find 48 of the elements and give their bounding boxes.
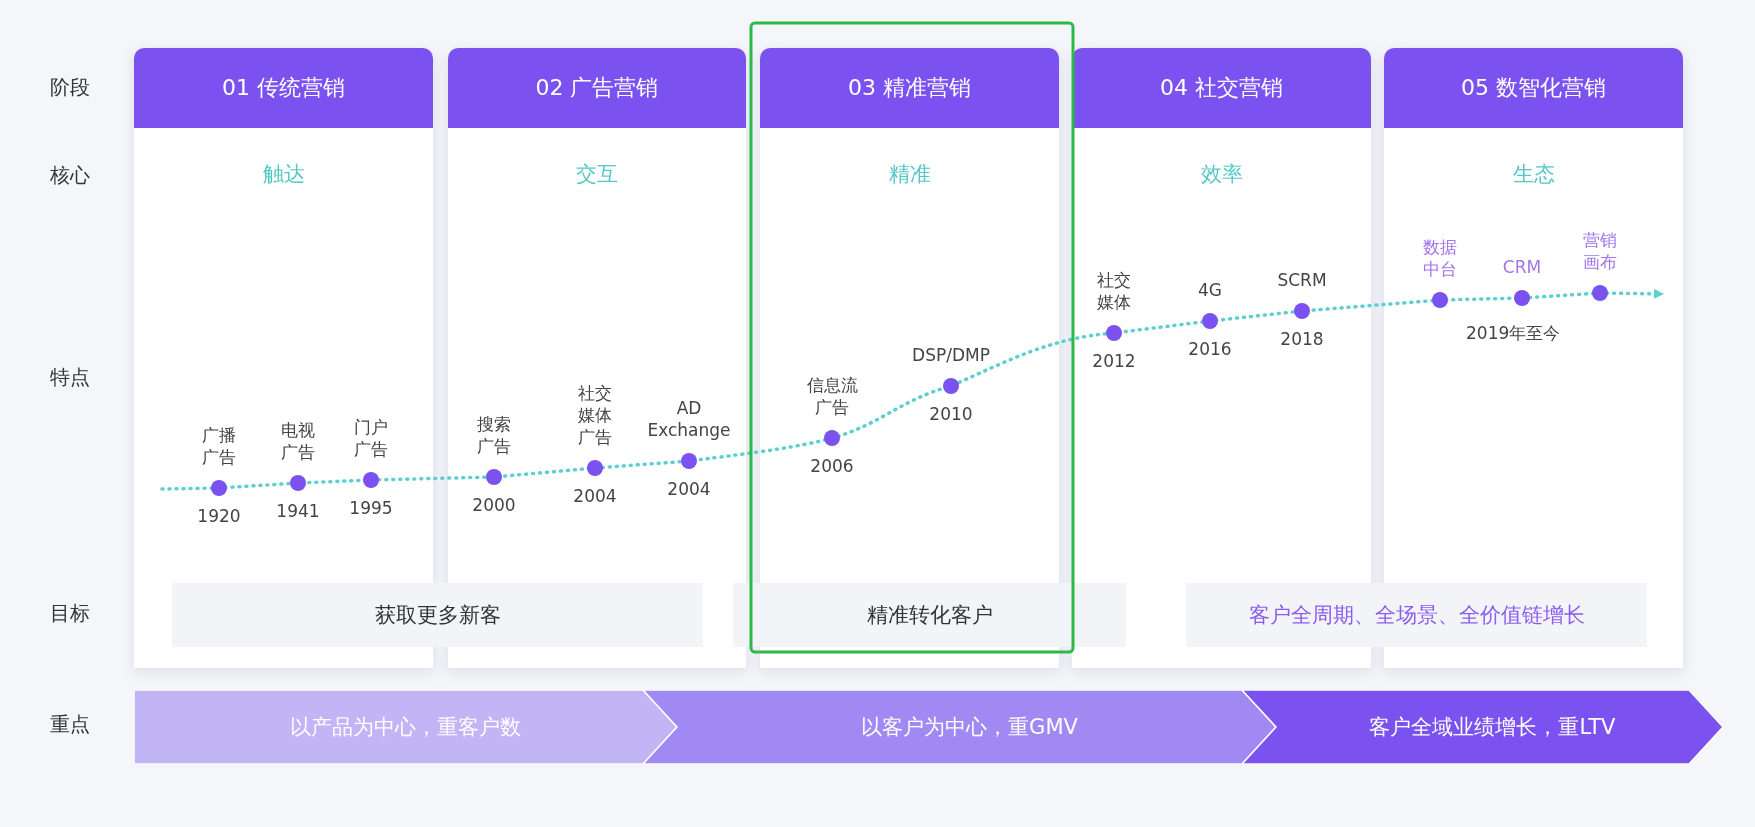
milestone-label: 搜索广告 (476, 413, 512, 457)
milestone-label: 营销画布 (1582, 229, 1618, 273)
year-label: 1941 (275, 501, 321, 521)
core-keyword: 触达 (262, 162, 305, 186)
year-label: 2004 (666, 479, 712, 499)
core-keyword: 交互 (576, 162, 618, 186)
milestone-label: 社交媒体 (1096, 269, 1132, 313)
goal-band: 客户全周期、全场景、全价值链增长 (1186, 583, 1647, 647)
stage-header: 05 数智化营销 (1384, 48, 1683, 128)
year-label: 2004 (572, 486, 618, 506)
core-keyword: 精准 (888, 162, 931, 186)
milestone-label: 4G (1197, 279, 1223, 301)
milestone-label: SCRM (1276, 269, 1328, 291)
focus-text: 以产品为中心，重客户数 (290, 714, 521, 741)
stage-header: 02 广告营销 (448, 48, 746, 128)
goal-band: 精准转化客户 (733, 583, 1126, 647)
row-heading: 目标 (49, 600, 91, 627)
year-label: 2000 (471, 495, 517, 515)
year-label: 2006 (809, 456, 855, 476)
row-heading: 重点 (49, 711, 91, 738)
milestone-label: 门户广告 (353, 416, 389, 460)
milestone-label: 社交媒体广告 (577, 382, 613, 448)
year-label: 2010 (928, 404, 974, 424)
stage-header: 04 社交营销 (1072, 48, 1371, 128)
year-label: 2016 (1187, 339, 1233, 359)
milestone-label: AD Exchange (646, 397, 732, 441)
core-keyword: 生态 (1512, 162, 1555, 186)
year-label: 2018 (1279, 329, 1325, 349)
focus-text: 客户全域业绩增长，重LTV (1369, 714, 1616, 741)
milestone-label: 数据中台 (1422, 236, 1458, 280)
row-heading: 核心 (49, 162, 91, 189)
period-label: 2019年至今 (1466, 322, 1561, 345)
stage-header: 03 精准营销 (760, 48, 1059, 128)
core-keyword: 效率 (1200, 162, 1243, 186)
year-label: 2012 (1091, 351, 1137, 371)
milestone-label: 广播广告 (201, 424, 237, 468)
milestone-label: DSP/DMP (911, 344, 991, 366)
goal-band: 获取更多新客 (172, 583, 703, 647)
focus-text: 以客户为中心，重GMV (861, 714, 1078, 741)
stage-column (1072, 48, 1371, 668)
milestone-label: CRM (1501, 256, 1543, 278)
milestone-label: 信息流广告 (805, 374, 859, 418)
row-heading: 特点 (49, 364, 91, 391)
milestone-label: 电视广告 (280, 419, 316, 463)
year-label: 1995 (348, 498, 394, 518)
stage-header: 01 传统营销 (134, 48, 433, 128)
row-heading: 阶段 (49, 74, 91, 101)
year-label: 1920 (196, 506, 242, 526)
